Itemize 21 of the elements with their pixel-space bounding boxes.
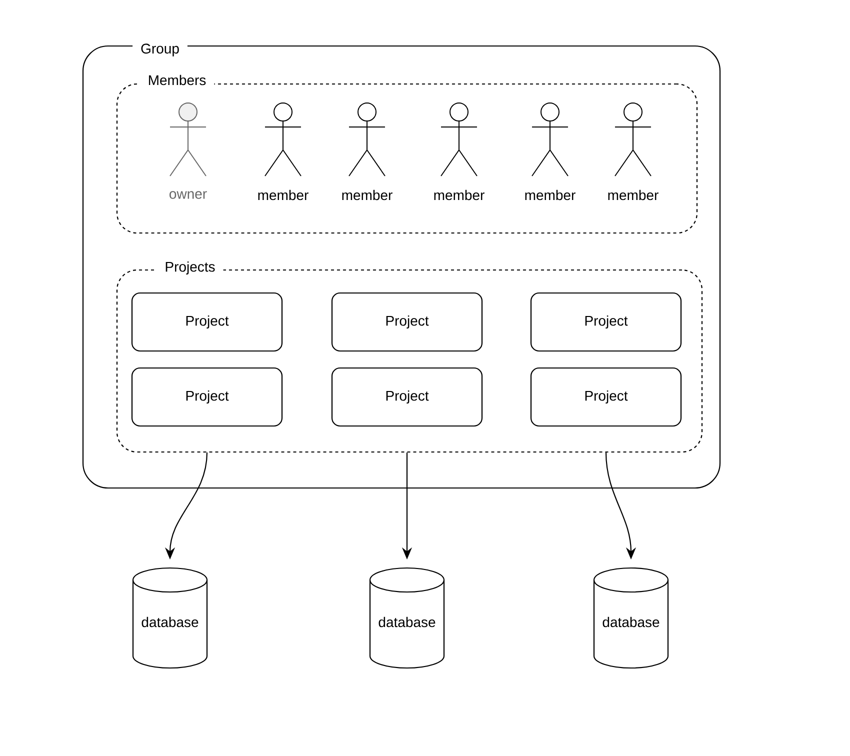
project-box: Project bbox=[331, 292, 483, 352]
node-label: database bbox=[378, 616, 436, 628]
node-label: database bbox=[602, 616, 660, 628]
person-label: member bbox=[258, 190, 308, 200]
person-label: member bbox=[342, 190, 392, 200]
project-box: Project bbox=[331, 367, 483, 427]
person-label: member bbox=[525, 190, 576, 200]
database-cylinder: database bbox=[132, 567, 208, 669]
project-box: Project bbox=[530, 367, 682, 427]
frame-title: Projects bbox=[156, 260, 224, 276]
person-label: owner bbox=[170, 191, 207, 199]
project-box: Project bbox=[131, 292, 283, 352]
person-label: member bbox=[434, 190, 484, 200]
project-box: Project bbox=[131, 367, 283, 427]
frame-title: Group bbox=[132, 42, 188, 58]
frame-title: Members bbox=[140, 74, 214, 86]
database-cylinder: database bbox=[369, 567, 445, 669]
person-label: member bbox=[608, 190, 658, 200]
node-label: database bbox=[142, 616, 198, 628]
database-cylinder: database bbox=[593, 567, 669, 669]
project-box: Project bbox=[530, 292, 682, 352]
